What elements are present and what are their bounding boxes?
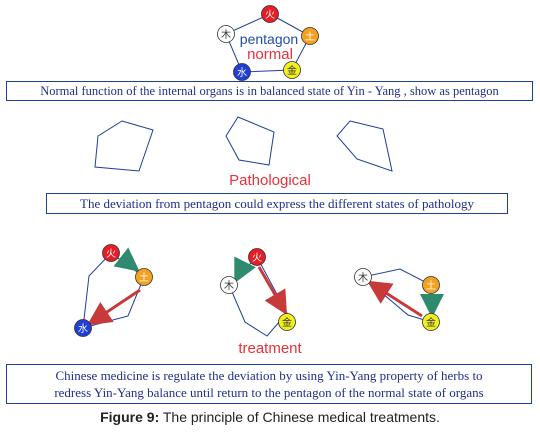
- svg-text:木: 木: [224, 280, 234, 292]
- svg-text:火: 火: [252, 252, 262, 264]
- svg-text:木: 木: [221, 29, 231, 41]
- normal-label: normal: [247, 46, 293, 63]
- treatment-label: treatment: [238, 340, 302, 357]
- svg-text:水: 水: [78, 323, 88, 335]
- svg-text:火: 火: [106, 248, 116, 260]
- normal-pentagon: 火 土 金 水 木: [217, 5, 319, 81]
- svg-text:水: 水: [237, 67, 247, 79]
- figure-caption: Figure 9: The principle of Chinese medic…: [0, 409, 540, 425]
- treatment-text-line-2: redress Yin-Yang balance until return to…: [54, 385, 484, 400]
- svg-text:木: 木: [358, 272, 368, 284]
- svg-text:土: 土: [305, 30, 315, 43]
- wood-node: 木: [217, 25, 235, 43]
- pathological-label: Pathological: [229, 172, 311, 189]
- earth-node: 土: [301, 27, 319, 45]
- svg-text:土: 土: [426, 279, 436, 292]
- pentagon-label: pentagon: [239, 31, 299, 47]
- fire-node: 火: [261, 5, 279, 23]
- treatment-diagram-1: 火 土 水: [74, 244, 153, 337]
- pathological-shape-3: [336, 120, 393, 172]
- caption-text: The principle of Chinese medical treatme…: [159, 409, 440, 425]
- pathological-shape-2: [225, 116, 275, 166]
- svg-text:金: 金: [287, 64, 297, 77]
- treatment-description-box: Chinese medicine is regulate the deviati…: [6, 364, 532, 404]
- svg-text:火: 火: [265, 9, 275, 21]
- treatment-diagram-3: 木 土 金: [354, 268, 444, 331]
- treatment-diagram-2: 火 木 金: [220, 248, 296, 337]
- caption-prefix: Figure 9:: [100, 409, 160, 425]
- svg-text:土: 土: [139, 271, 149, 284]
- water-node: 水: [233, 63, 251, 81]
- normal-description-box: Normal function of the internal organs i…: [6, 81, 533, 101]
- treatment-text-line-1: Chinese medicine is regulate the deviati…: [55, 368, 483, 383]
- svg-text:金: 金: [282, 316, 292, 329]
- svg-text:金: 金: [426, 316, 436, 329]
- metal-node: 金: [283, 61, 301, 79]
- pathological-shape-1: [94, 120, 154, 172]
- pathology-description-box: The deviation from pentagon could expres…: [46, 193, 508, 214]
